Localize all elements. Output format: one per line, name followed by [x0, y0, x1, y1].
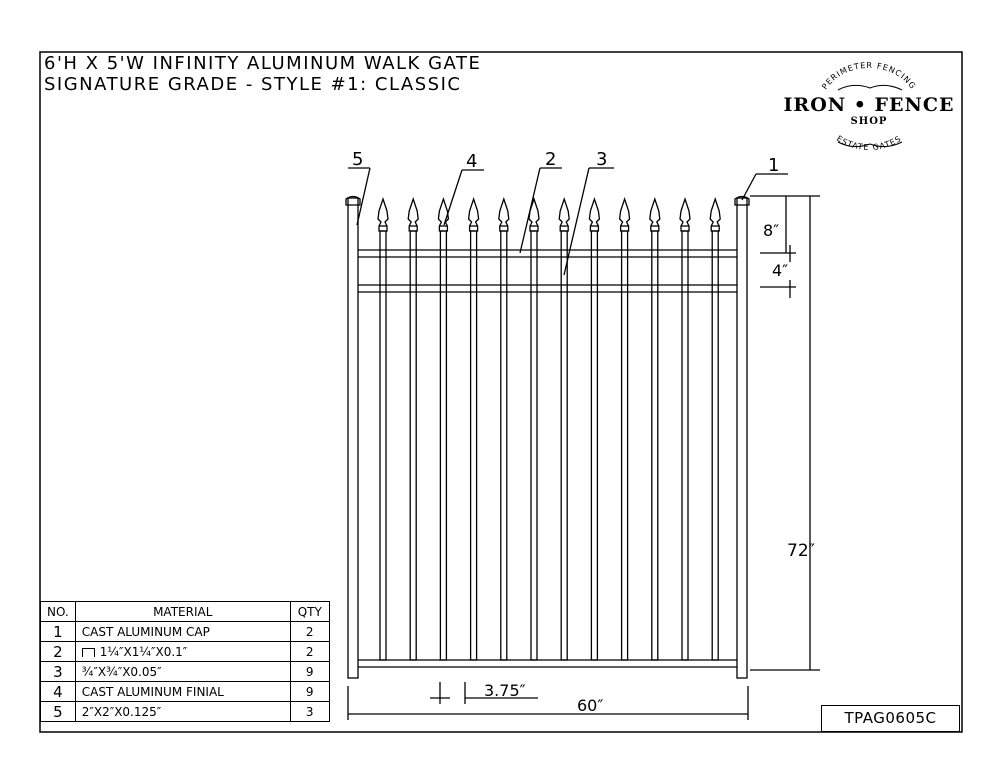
- finial-icon: [528, 196, 540, 232]
- bom-row: 5 2″X2″X0.125″ 3: [40, 701, 330, 722]
- dim-height: 72″: [787, 541, 815, 561]
- bom-header-no: NO.: [40, 601, 76, 622]
- bom-no: 2: [40, 641, 76, 662]
- bom-no: 3: [40, 661, 76, 682]
- picket: [651, 230, 659, 661]
- bom-material: CAST ALUMINUM CAP: [74, 621, 291, 642]
- bom-row: 4 CAST ALUMINUM FINIAL 9: [40, 681, 330, 702]
- bom-qty: 2: [289, 621, 330, 642]
- finial-icon: [498, 196, 510, 232]
- part-code: TPAG0605C: [821, 705, 960, 732]
- logo-swirl-icon: [837, 84, 903, 91]
- callout-3: 3: [596, 149, 607, 170]
- dim-width: 60″: [577, 696, 603, 715]
- finial-icon: [467, 196, 480, 232]
- bom-row: 3 ¾″X¾″X0.05″ 9: [40, 661, 330, 682]
- picket: [530, 230, 538, 661]
- drawing-title: 6'H X 5'W INFINITY ALUMINUM WALK GATE: [44, 53, 482, 74]
- bom-no: 5: [40, 701, 76, 722]
- bom-qty: 3: [289, 701, 330, 722]
- left-post-cap-icon: [345, 195, 361, 206]
- picket: [560, 230, 568, 661]
- right-post-cap-icon: [734, 195, 750, 206]
- logo-sub-text: SHOP: [850, 116, 888, 127]
- picket: [620, 230, 629, 661]
- bom-no: 4: [40, 681, 76, 702]
- picket: [379, 230, 387, 661]
- logo-main-text: IRON • FENCE: [783, 94, 955, 116]
- finial-icon: [588, 196, 601, 232]
- dim-picket-spacing: 3.75″: [484, 681, 526, 700]
- callout-1: 1: [768, 155, 779, 176]
- drawing-border: [39, 51, 963, 733]
- bill-of-materials: NO. MATERIAL QTY 1 CAST ALUMINUM CAP 2 2…: [40, 601, 330, 722]
- logo-swirl-icon: [837, 141, 903, 148]
- callout-2: 2: [545, 149, 556, 170]
- picket: [500, 230, 508, 661]
- picket: [439, 230, 448, 661]
- picket: [469, 230, 478, 661]
- logo-arc-bottom: ESTATE GATES: [835, 134, 903, 152]
- bom-material: ¾″X¾″X0.05″: [74, 661, 291, 682]
- dim-rail-spacing: 4″: [772, 261, 788, 280]
- dim-top-spacing: 8″: [763, 221, 779, 240]
- finial-icon: [649, 196, 661, 232]
- right-post: [736, 197, 748, 679]
- finial-icon: [618, 196, 631, 232]
- iron-fence-shop-logo: PERIMETER FENCING ESTATE GATES IRON • FE…: [778, 56, 960, 164]
- finial-icon: [679, 196, 691, 232]
- bom-qty: 2: [289, 641, 330, 662]
- bom-header-material: MATERIAL: [74, 601, 291, 622]
- bom-material: 2″X2″X0.125″: [74, 701, 291, 722]
- logo-arc-top: PERIMETER FENCING: [820, 61, 918, 91]
- bom-qty: 9: [289, 661, 330, 682]
- gate-elevation: [345, 167, 820, 720]
- picket: [681, 230, 689, 661]
- picket: [409, 230, 417, 661]
- bom-material-cell: 1¼″X1¼″X0.1″: [74, 641, 291, 662]
- bom-header-qty: QTY: [289, 601, 330, 622]
- callout-5: 5: [352, 149, 363, 170]
- finial-icon: [437, 196, 450, 232]
- finial-icon: [407, 196, 419, 232]
- picket: [590, 230, 599, 661]
- finial-icon: [709, 196, 721, 232]
- drawing-subtitle: SIGNATURE GRADE - STYLE #1: CLASSIC: [44, 74, 462, 95]
- bom-material: 1¼″X1¼″X0.1″: [99, 644, 188, 659]
- bom-row: 1 CAST ALUMINUM CAP 2: [40, 621, 330, 642]
- bom-header-row: NO. MATERIAL QTY: [40, 601, 330, 622]
- picket: [711, 230, 719, 661]
- finial-icon: [377, 196, 389, 232]
- bom-row: 2 1¼″X1¼″X0.1″ 2: [40, 641, 330, 662]
- bom-no: 1: [40, 621, 76, 642]
- bom-material: CAST ALUMINUM FINIAL: [74, 681, 291, 702]
- bom-qty: 9: [289, 681, 330, 702]
- callout-4: 4: [466, 151, 477, 172]
- channel-icon: [81, 647, 95, 657]
- left-post: [347, 197, 359, 679]
- finial-icon: [558, 196, 570, 232]
